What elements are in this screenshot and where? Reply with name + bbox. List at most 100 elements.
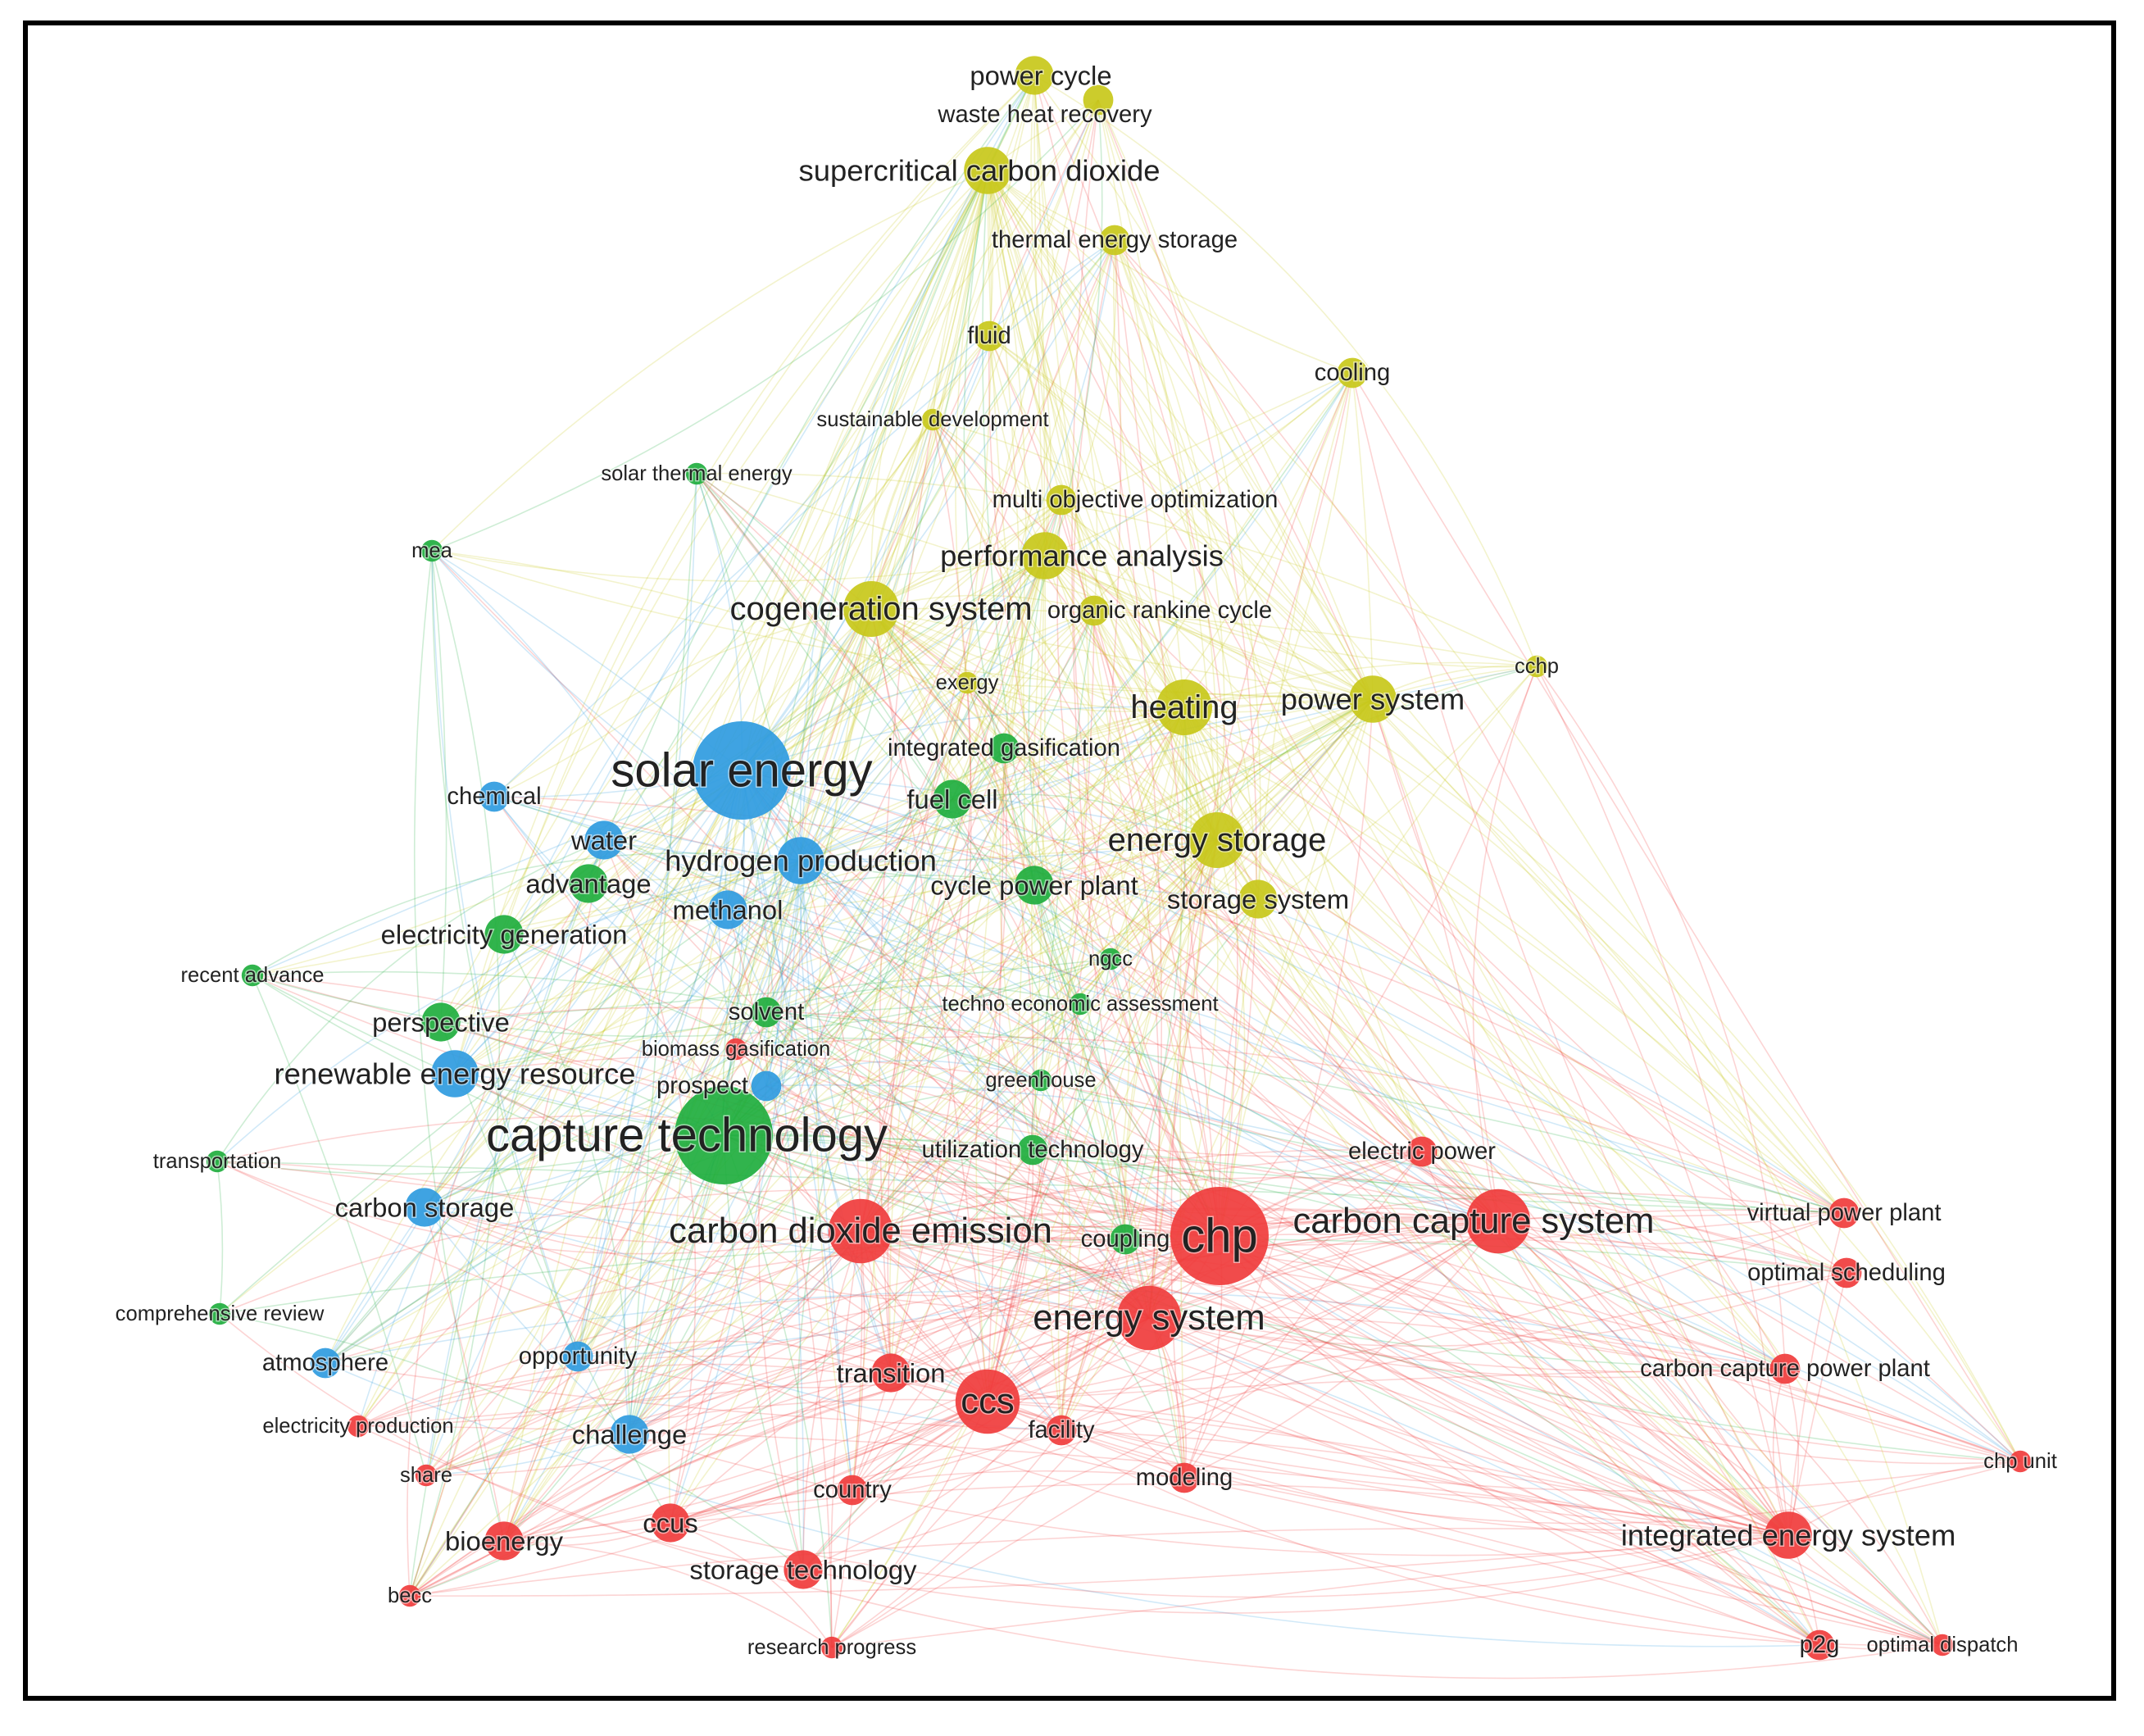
node-energy-storage[interactable]	[1189, 812, 1245, 868]
node-mea[interactable]	[420, 539, 443, 562]
node-methanol[interactable]	[708, 890, 747, 929]
node-util-tech[interactable]	[1017, 1134, 1048, 1166]
edge-facility-atmosphere	[325, 1362, 1062, 1431]
node-bioenergy[interactable]	[484, 1521, 524, 1561]
edge-cogen-tes	[870, 239, 1115, 610]
edge-energy_system-share	[425, 1313, 1150, 1476]
label-opportunity: opportunity	[519, 1343, 638, 1370]
node-int-gas[interactable]	[988, 733, 1020, 764]
node-p2g[interactable]	[1804, 1629, 1835, 1661]
edge-opt_dispatch-power_sys	[1372, 698, 1943, 1646]
node-solvent[interactable]	[751, 997, 782, 1028]
edge-energy_system-fluid	[988, 335, 1161, 1319]
node-opt-dispatch[interactable]	[1931, 1634, 1954, 1656]
label-perf: performance analysis	[940, 539, 1224, 573]
edge-co2_emission-h2_prod	[800, 860, 861, 1232]
node-coupling[interactable]	[1110, 1224, 1141, 1255]
node-perspective[interactable]	[421, 1002, 461, 1042]
node-capture-tech[interactable]	[675, 1086, 773, 1184]
edge-perf-renew_res	[454, 555, 1046, 1075]
edge-country-cooling	[852, 372, 1353, 1491]
node-renew-res[interactable]	[431, 1050, 479, 1097]
node-cooling[interactable]	[1337, 357, 1368, 389]
node-biomass-gas[interactable]	[725, 1038, 747, 1061]
node-opportunity[interactable]	[562, 1341, 593, 1372]
node-exergy[interactable]	[956, 671, 979, 694]
node-cycle-pp[interactable]	[1015, 866, 1054, 905]
node-orc[interactable]	[1079, 595, 1110, 626]
node-challenge[interactable]	[610, 1415, 649, 1454]
node-solar-energy[interactable]	[693, 721, 791, 820]
node-ccs[interactable]	[955, 1369, 1020, 1434]
node-chp-unit[interactable]	[2009, 1450, 2032, 1473]
edge-solar_energy-storage_tech	[741, 770, 805, 1570]
node-opt-sched[interactable]	[1831, 1257, 1862, 1288]
node-moo[interactable]	[1046, 484, 1077, 516]
node-research-prog[interactable]	[820, 1636, 843, 1659]
edge-perf-energy_storage	[1044, 555, 1218, 841]
node-cchp[interactable]	[1525, 655, 1548, 678]
node-greenhouse[interactable]	[1029, 1069, 1052, 1092]
node-solar-thermal[interactable]	[685, 462, 708, 485]
node-energy-system[interactable]	[1116, 1285, 1182, 1351]
node-sust-dev[interactable]	[921, 408, 944, 431]
edge-ccs-cogen	[870, 608, 988, 1402]
edge-sco2-cogen	[870, 170, 988, 610]
edge-ies-opt_sched	[1787, 1272, 1847, 1536]
node-water[interactable]	[584, 820, 624, 860]
node-elec-gen[interactable]	[484, 915, 524, 954]
edge-capture_tech-cogen	[722, 608, 872, 1136]
edge-opt_dispatch-solvent	[765, 1011, 1943, 1646]
edge-sco2-cooling	[987, 170, 1353, 374]
node-prospect[interactable]	[751, 1070, 782, 1102]
node-facility[interactable]	[1046, 1415, 1077, 1446]
edge-co2_emission-opt_dispatch	[860, 1230, 1943, 1646]
edge-ies-sco2	[987, 170, 1789, 1536]
node-co2-emission[interactable]	[828, 1198, 893, 1264]
node-becc[interactable]	[398, 1584, 421, 1607]
node-modeling[interactable]	[1169, 1462, 1200, 1493]
node-chemical[interactable]	[479, 781, 510, 812]
node-carbon-storage[interactable]	[405, 1188, 444, 1227]
node-share[interactable]	[415, 1464, 438, 1487]
node-comp-review[interactable]	[208, 1302, 231, 1325]
node-transition[interactable]	[871, 1353, 911, 1393]
edge-water-atmosphere	[325, 839, 605, 1364]
edge-perf-becc	[409, 555, 1046, 1597]
node-storage-tech[interactable]	[784, 1550, 823, 1589]
node-transport[interactable]	[206, 1150, 229, 1173]
node-elec-power[interactable]	[1406, 1136, 1438, 1167]
node-ccpp[interactable]	[1769, 1353, 1801, 1384]
node-chp[interactable]	[1170, 1187, 1269, 1285]
node-vpp[interactable]	[1828, 1197, 1860, 1229]
node-perf[interactable]	[1021, 532, 1069, 579]
node-power-cycle[interactable]	[1015, 56, 1054, 95]
node-tes[interactable]	[1099, 225, 1130, 256]
node-fuel-cell[interactable]	[933, 779, 972, 819]
node-ccs-sys[interactable]	[1465, 1188, 1531, 1254]
edge-h2_prod-transport	[216, 860, 802, 1162]
edge-chp-fluid	[988, 335, 1220, 1237]
node-country[interactable]	[837, 1475, 868, 1506]
node-cogen[interactable]	[843, 581, 899, 637]
node-elec-prod[interactable]	[347, 1415, 370, 1438]
node-recent-adv[interactable]	[241, 964, 264, 987]
label-elec-gen: electricity generation	[381, 920, 628, 950]
node-waste-heat[interactable]	[1083, 84, 1114, 116]
node-ccus[interactable]	[651, 1503, 690, 1543]
node-power-sys[interactable]	[1349, 675, 1397, 723]
node-h2-prod[interactable]	[777, 837, 824, 884]
node-sco2[interactable]	[964, 147, 1011, 194]
node-ies[interactable]	[1765, 1511, 1812, 1559]
edge-cycle_pp-chp	[1033, 884, 1220, 1237]
node-fluid[interactable]	[974, 320, 1005, 352]
node-tea[interactable]	[1069, 993, 1092, 1016]
node-atmosphere[interactable]	[310, 1347, 341, 1379]
node-heating[interactable]	[1156, 679, 1212, 735]
edge-heating-cogen	[870, 608, 1185, 708]
edge-perf-challenge	[629, 555, 1046, 1435]
node-storage-sys[interactable]	[1238, 879, 1278, 919]
node-ngcc[interactable]	[1099, 948, 1122, 970]
edge-co2_emission-share	[425, 1230, 861, 1476]
node-advantage[interactable]	[569, 864, 608, 903]
